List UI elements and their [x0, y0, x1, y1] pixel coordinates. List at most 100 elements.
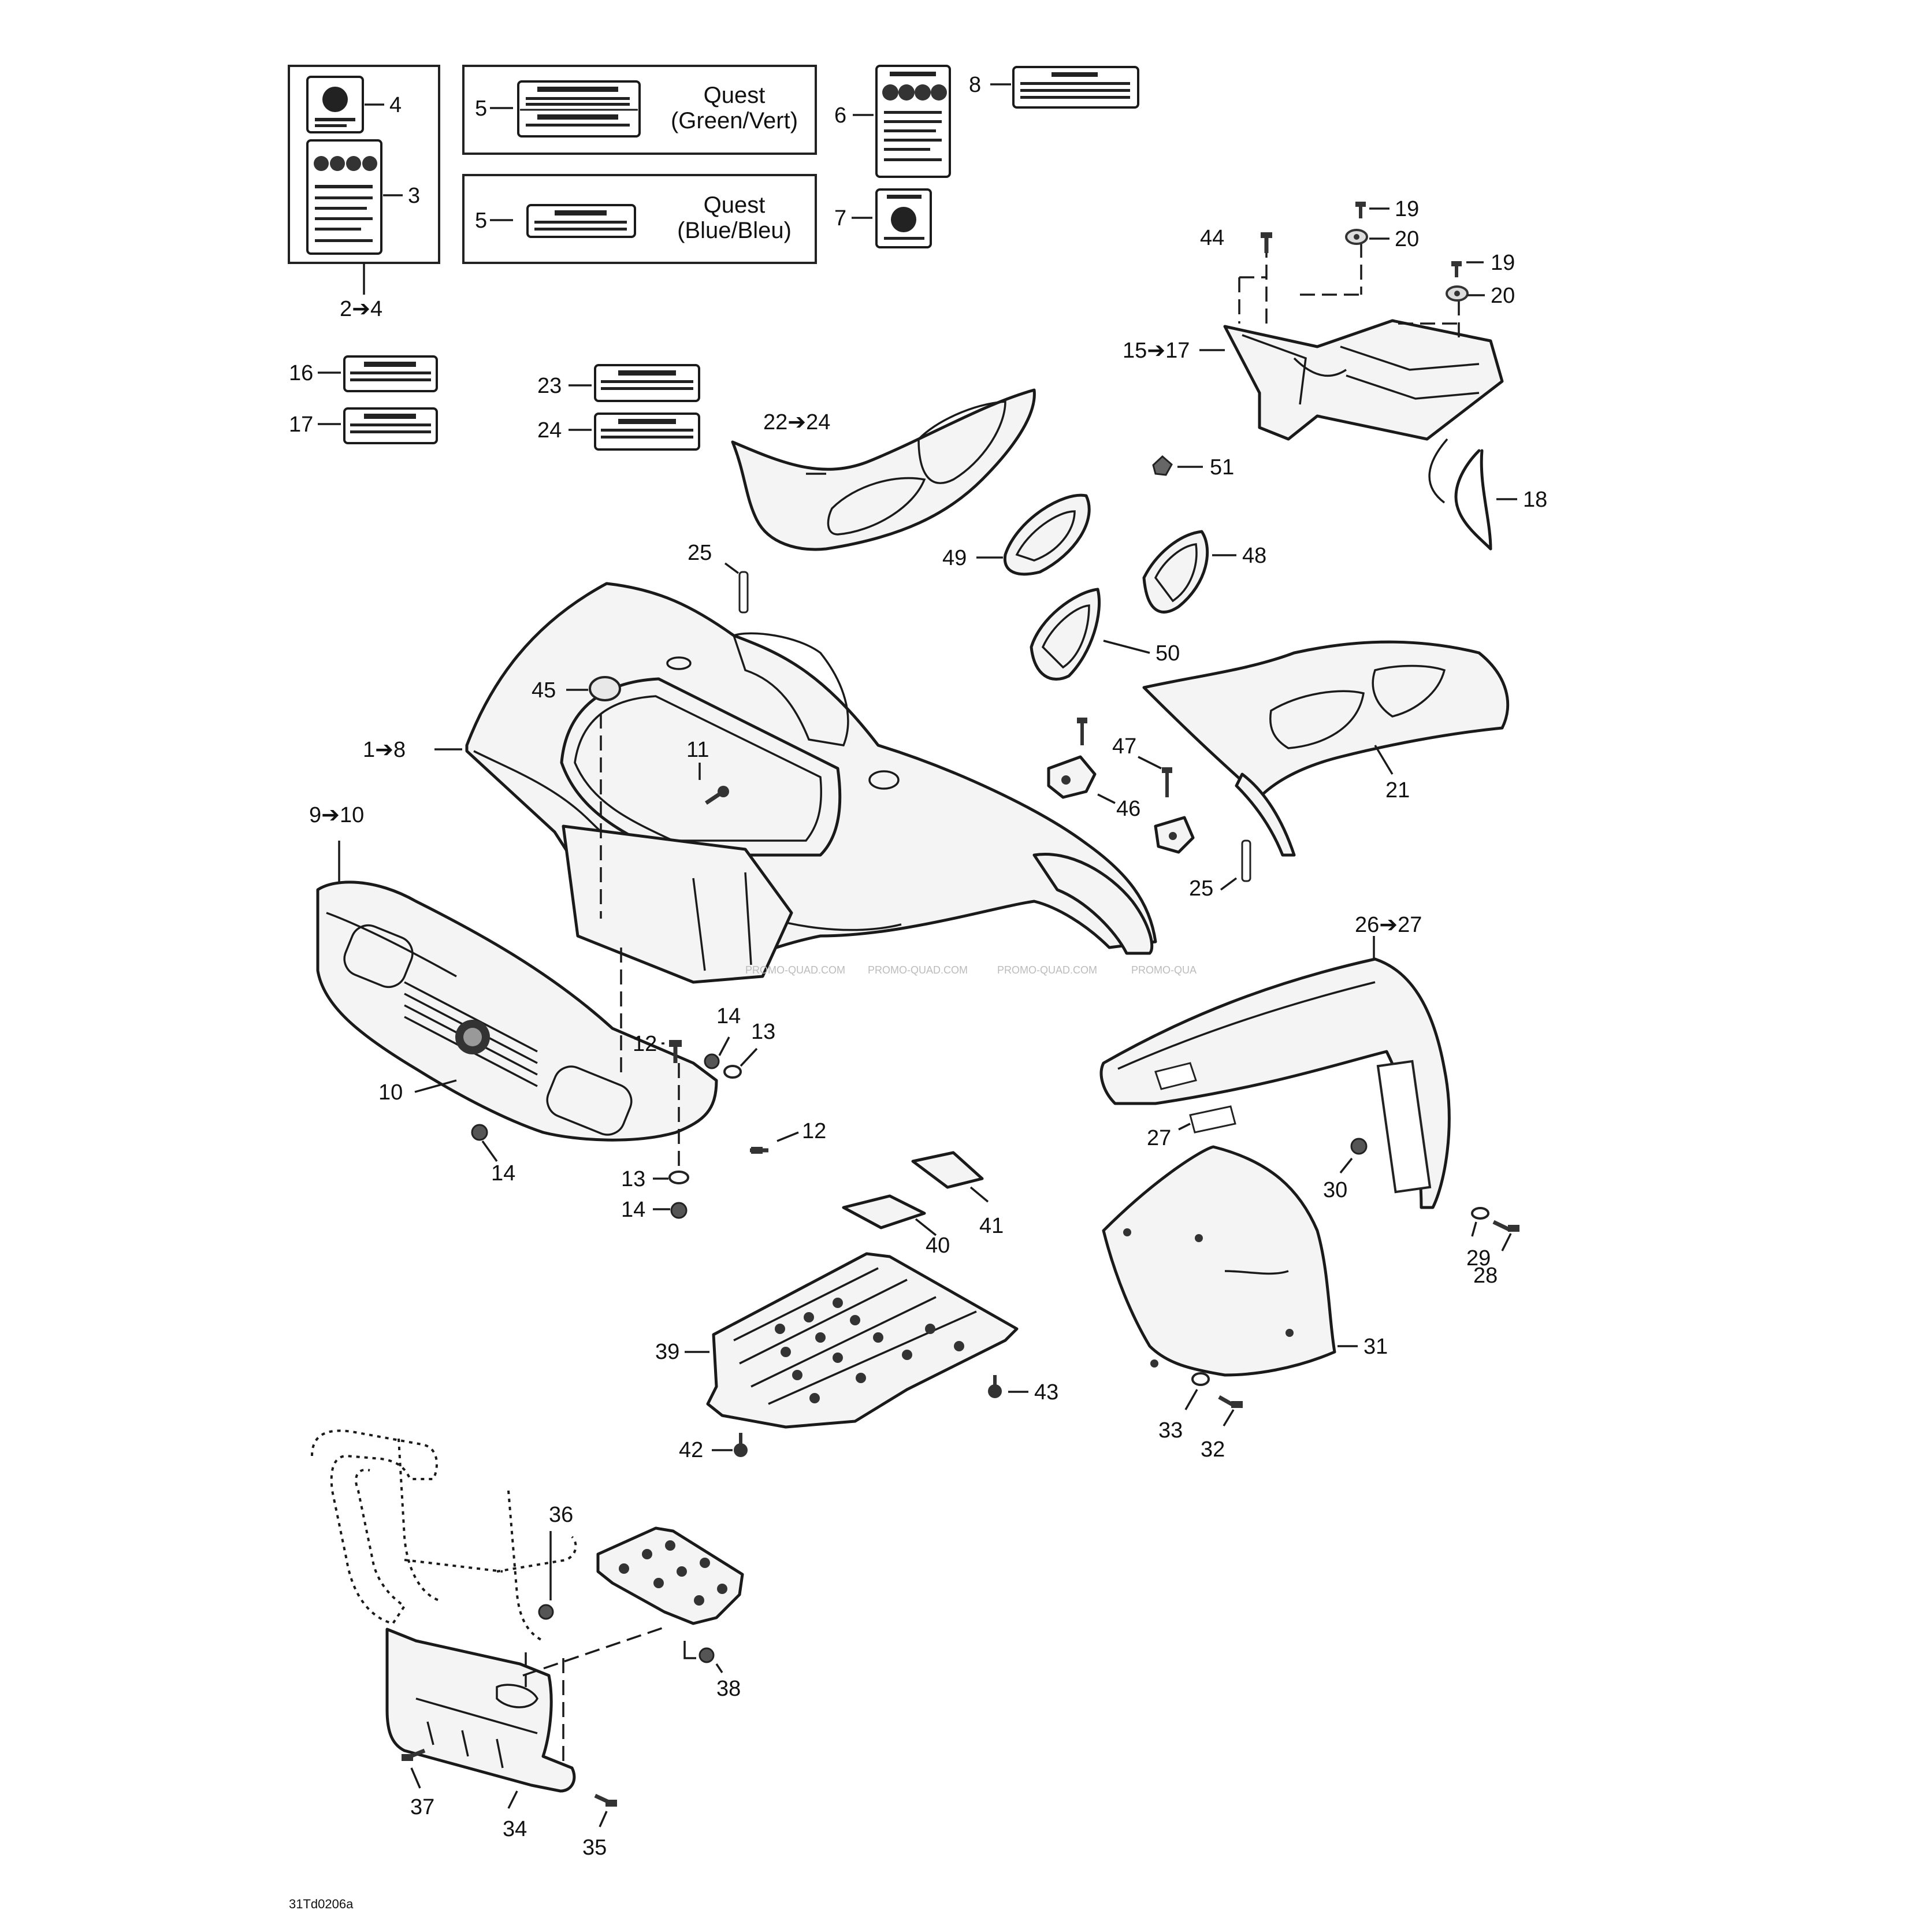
callout-6: 6: [834, 103, 846, 128]
callout-38: 38: [716, 1677, 741, 1701]
callout-5-blue: 5: [475, 209, 487, 233]
clip-25b: [1220, 839, 1251, 891]
nut-14c: [653, 1202, 688, 1219]
decal-24: [569, 413, 700, 451]
decal-box-quest-blue: [462, 174, 817, 264]
callout-13a: 13: [751, 1020, 775, 1044]
callout-31: 31: [1363, 1335, 1388, 1359]
callout-43: 43: [1034, 1380, 1058, 1405]
washer-29: [1471, 1207, 1489, 1237]
callout-13b: 13: [621, 1167, 645, 1191]
nut-14a: [704, 1036, 730, 1069]
label-quest-green-1: Quest: [704, 83, 766, 108]
decal-6: [853, 65, 951, 178]
callout-11: 11: [686, 738, 709, 762]
clip-51: [1152, 455, 1203, 476]
callout-41: 41: [979, 1214, 1004, 1238]
callout-8: 8: [969, 73, 981, 97]
bumper-34: [385, 1628, 576, 1809]
callout-40: 40: [926, 1233, 950, 1258]
callout-17: 17: [289, 413, 313, 437]
callout-20b: 20: [1491, 284, 1515, 308]
bolt-42: [712, 1433, 748, 1457]
pad-40: [842, 1194, 937, 1236]
plug-45: [566, 676, 621, 701]
front-fender-body-1-8: [434, 582, 1157, 984]
label-quest-blue-2: (Blue/Bleu): [677, 218, 792, 243]
drawing-reference: 31Td0206a: [289, 1897, 354, 1911]
callout-23: 23: [537, 374, 562, 398]
callout-24: 24: [537, 418, 562, 443]
label-quest-green-2: (Green/Vert): [671, 108, 798, 133]
callout-16: 16: [289, 361, 313, 385]
callout-30: 30: [1323, 1178, 1347, 1202]
nut-38: [699, 1647, 723, 1673]
callout-12b: 12: [802, 1119, 826, 1143]
screw-37: [402, 1748, 426, 1789]
screw-44: [1261, 232, 1272, 253]
callout-28: 28: [1473, 1264, 1498, 1288]
callout-51: 51: [1210, 455, 1234, 480]
callout-9-10: 9➔10: [309, 803, 364, 827]
watermark-4: PROMO-QUA: [1131, 964, 1197, 976]
callout-36: 36: [549, 1503, 573, 1527]
decal-box-2-4: [288, 65, 440, 295]
callout-21: 21: [1385, 778, 1410, 802]
callout-4: 4: [389, 93, 402, 117]
callout-19a: 19: [1395, 197, 1419, 221]
nut-14b: [471, 1124, 498, 1162]
callout-49: 49: [942, 546, 967, 570]
callout-46: 46: [1116, 797, 1140, 821]
washer-13a: [723, 1047, 758, 1079]
rear-panel-15-17: [1199, 243, 1504, 441]
callout-14a: 14: [716, 1004, 741, 1028]
screw-47b: [1138, 756, 1172, 797]
callout-25a: 25: [688, 541, 712, 565]
decal-box-quest-green: [462, 65, 817, 155]
decal-7: [852, 188, 932, 248]
callout-44: 44: [1200, 226, 1224, 250]
grille-49: [976, 493, 1091, 576]
callout-22-24: 22➔24: [763, 410, 830, 434]
callout-29: 29: [1466, 1246, 1491, 1270]
clip-20a: [1345, 229, 1389, 245]
callout-35: 35: [582, 1836, 607, 1860]
callout-20a: 20: [1395, 227, 1419, 251]
callout-27: 27: [1147, 1126, 1171, 1150]
bracket-46: [1047, 755, 1195, 854]
pad-41: [911, 1151, 989, 1203]
washer-13b: [653, 1171, 689, 1184]
side-panel-21: [1142, 640, 1510, 857]
bumper-dotted-outline: [311, 1429, 577, 1642]
watermark-3: PROMO-QUAD.COM: [997, 964, 1097, 976]
nut-36: [538, 1531, 554, 1620]
callout-15-17: 15➔17: [1123, 339, 1190, 363]
callout-26-27: 26➔27: [1355, 913, 1422, 937]
rear-fender-26-27: [1099, 936, 1451, 1209]
callout-34: 34: [503, 1817, 527, 1841]
callout-37: 37: [410, 1795, 434, 1819]
bolt-43: [988, 1375, 1028, 1398]
decal-17: [318, 407, 438, 444]
callout-12a: 12: [633, 1032, 657, 1056]
callout-1-8: 1➔8: [363, 738, 406, 762]
callout-14b: 14: [491, 1161, 515, 1186]
washer-33: [1184, 1372, 1210, 1410]
watermark-1: PROMO-QUAD.COM: [745, 964, 845, 976]
callout-50: 50: [1156, 641, 1180, 666]
callout-18: 18: [1523, 488, 1547, 512]
screw-32: [1218, 1395, 1243, 1426]
inner-fender-31: [1102, 1145, 1358, 1377]
callout-10: 10: [378, 1080, 403, 1105]
callout-39: 39: [655, 1340, 679, 1364]
callout-7: 7: [834, 206, 846, 231]
decal-8: [990, 66, 1139, 109]
callout-5-green: 5: [475, 96, 487, 121]
callout-2-4: 2➔4: [340, 297, 382, 321]
screw-47a: [1077, 718, 1087, 745]
callout-48: 48: [1242, 544, 1266, 568]
decal-16: [318, 355, 438, 392]
strap-18: [1428, 438, 1517, 551]
decal-23: [569, 364, 700, 402]
